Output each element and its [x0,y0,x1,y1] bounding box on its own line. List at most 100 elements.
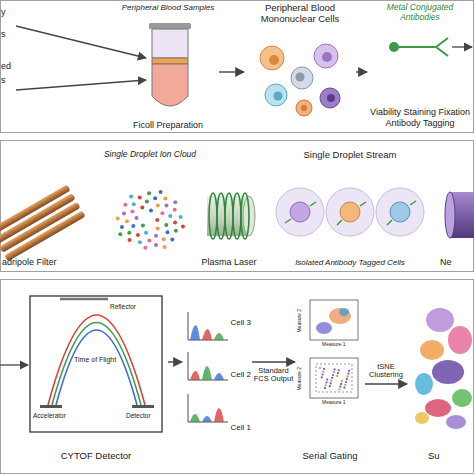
illustration-part [152,64,188,106]
illustration-part [274,92,283,101]
illustration-part [330,380,332,382]
illustration-part [116,190,185,250]
illustration-part [202,329,212,340]
illustration-part [296,100,312,116]
illustration-part [276,188,324,236]
illustration-part [241,193,249,239]
step-node: Ne [440,150,474,267]
illustration-part [0,184,86,261]
illustration-part [290,202,310,222]
illustration-part [128,238,132,242]
annotation-label: y [1,8,6,18]
illustration-part [296,73,305,82]
illustration-part [345,381,347,383]
illustration-part [446,415,466,429]
illustration-part [316,322,332,334]
flow-arrow [252,361,295,362]
illustration-part [188,312,228,422]
illustration-part [323,368,325,370]
step-heading: Metal Conjugated Antibodies [368,3,472,23]
illustration-part [131,224,135,228]
illustration-part [130,210,134,214]
annotation-label: Measure 2 [297,367,303,391]
illustration-part [324,387,326,389]
annotation-label: Measure 1 [322,400,346,406]
illustration-part [389,42,399,52]
illustration-part [334,368,336,370]
step-heading: CYTOF Detector [25,451,167,462]
step-node: Metal Conjugated AntibodiesViability Sta… [368,3,472,128]
step-heading: Peripheral Blood Mononuclear Cells [245,3,355,25]
illustration-part [376,188,424,236]
illustration-part [425,399,451,417]
illustration-part [168,214,172,218]
illustration-part [118,232,122,236]
illustration-part [332,374,334,376]
illustration-part [120,225,124,229]
illustration-part [125,219,129,223]
illustration-part [310,300,358,340]
illustration-part [162,237,166,241]
illustration-part [329,308,351,324]
illustration-part [310,358,358,398]
step-heading: Peripheral Blood Samples [118,3,218,12]
step-caption: Ficoll Preparation [118,120,218,130]
illustration-part [190,371,200,380]
illustration-part [326,379,328,381]
illustration-part [136,233,140,237]
illustration-part [452,46,472,47]
annotation-label: Accelerator [33,412,66,419]
illustration-part [316,364,352,392]
annotation-label: Detector [126,412,151,419]
illustration-part [52,323,141,406]
illustration-part [415,373,433,395]
step-node: adripole Filter [0,150,80,267]
illustration-part [152,58,188,64]
illustration-part [179,215,183,219]
illustration-part [156,203,160,207]
illustration-part [301,105,307,111]
illustration-part [164,223,168,227]
illustration-part [348,370,350,372]
illustration-part [233,193,241,239]
illustration-part [40,405,62,408]
illustration-part [190,325,200,340]
illustration-part [132,202,136,206]
step-node: Serial Gating [296,290,364,462]
annotation-label: ed [1,62,11,72]
step-caption: Viability Staining Fixation Antibody Tag… [368,107,472,128]
illustration-part [173,208,177,212]
edge-label: Standard FCS Output [253,367,295,384]
step-node: Su [408,290,474,462]
illustration-part [188,352,228,380]
illustration-part [209,193,249,239]
illustration-part [144,231,148,235]
annotation-label: Measure 2 [297,309,303,333]
illustration-part [346,378,348,380]
illustration-part [325,384,327,386]
annotation-label: Time of Flight [74,356,116,364]
step-heading: Ne [440,257,474,267]
illustration-part [214,373,224,380]
illustration-part [116,216,120,220]
illustration-part [426,308,454,332]
illustration-part [339,308,349,316]
step-caption: Cell 1 [183,423,251,432]
illustration-part [147,191,151,195]
illustration-part [163,245,167,249]
illustration-part [138,196,142,200]
illustration-part [436,38,448,56]
illustration-part [154,243,158,247]
illustration-part [452,389,472,407]
illustration-part [338,388,340,390]
illustration-part [269,55,279,65]
illustration-part [181,224,185,228]
illustration-part [320,88,340,108]
illustration-part [16,80,146,90]
illustration-part [340,202,360,222]
illustration-part [325,381,327,383]
illustration-part [174,229,178,233]
illustration-part [1,1,474,133]
illustration-part [314,44,338,68]
